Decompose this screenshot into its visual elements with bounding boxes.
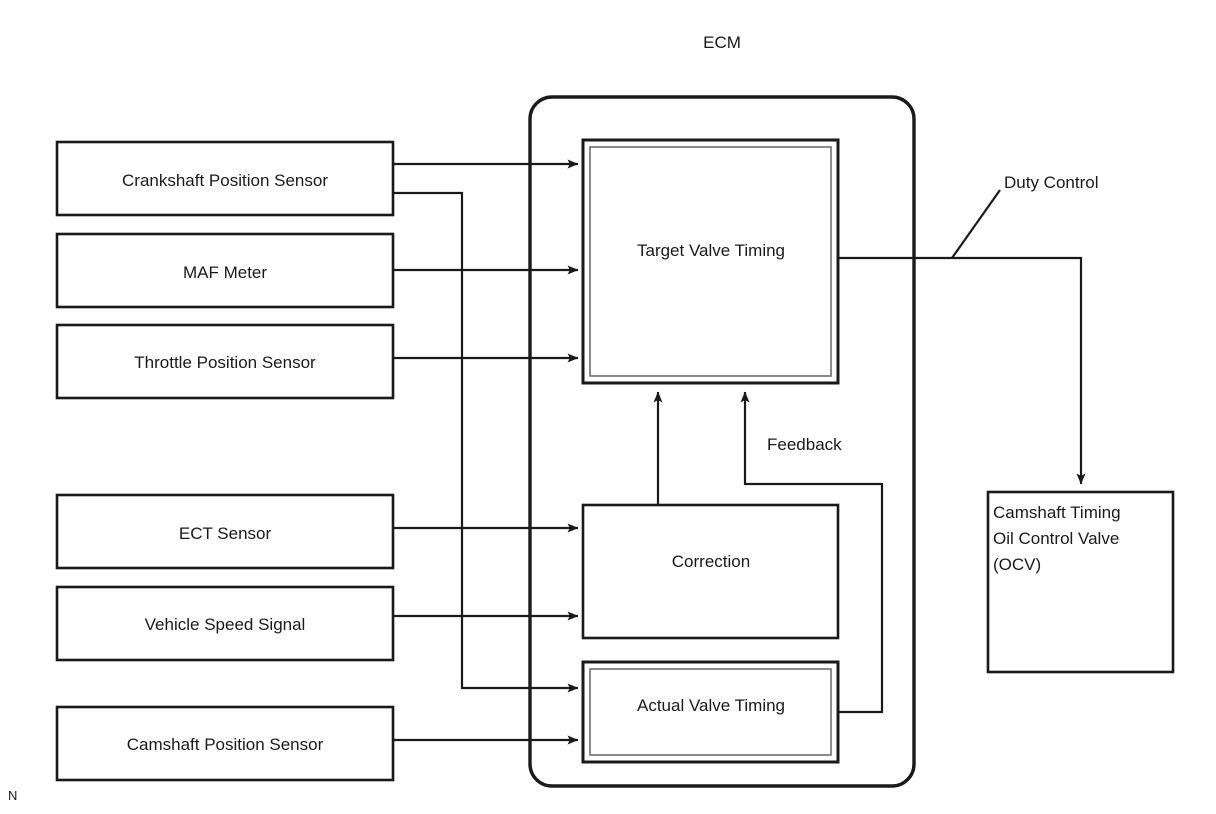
leader-line-duty-control <box>951 189 1001 259</box>
sensor-box-camshaft-position-sensor <box>55 705 395 782</box>
signal-label-duty-control: Duty Control <box>1004 173 1098 192</box>
block-camshaft-timing-oil-control-valve <box>986 490 1175 674</box>
block-label-correction: Correction <box>672 552 750 571</box>
corner-mark: N <box>8 788 17 803</box>
block-label-actual-valve-timing: Actual Valve Timing <box>637 696 785 715</box>
wire-crankshaft-to-actual-valve-timing <box>393 191 579 693</box>
ecm-block-group: Target Valve Timing Correction Actual Va… <box>581 138 840 764</box>
ecm-title: ECM <box>703 33 741 52</box>
ocv-label-line-3: (OCV) <box>993 555 1041 574</box>
block-correction <box>581 503 840 640</box>
wire-group-inputs-target <box>393 159 579 363</box>
ocv-label-line-2: Oil Control Valve <box>993 529 1119 548</box>
block-label-target-valve-timing: Target Valve Timing <box>637 241 785 260</box>
sensor-label-maf-meter: MAF Meter <box>183 263 267 282</box>
sensor-label-vehicle-speed-signal: Vehicle Speed Signal <box>145 615 306 634</box>
signal-label-feedback: Feedback <box>767 435 842 454</box>
sensor-box-throttle-position-sensor <box>55 323 395 400</box>
wire-feedback-actual-to-target <box>740 391 884 714</box>
wire-group-inputs-correction <box>393 523 579 621</box>
wire-duty-control-to-ocv <box>838 256 1086 485</box>
sensor-box-vehicle-speed-signal <box>55 585 395 662</box>
output-block-group: Camshaft Timing Oil Control Valve (OCV) <box>986 490 1175 674</box>
input-sensor-group: Crankshaft Position Sensor MAF Meter Thr… <box>55 140 395 782</box>
sensor-box-ect-sensor <box>55 493 395 570</box>
sensor-label-throttle-position-sensor: Throttle Position Sensor <box>134 353 316 372</box>
sensor-label-crankshaft-position-sensor: Crankshaft Position Sensor <box>122 171 328 190</box>
sensor-box-maf-meter <box>55 232 395 309</box>
block-inner-target-valve-timing <box>589 146 832 377</box>
ocv-label-line-1: Camshaft Timing <box>993 503 1121 522</box>
sensor-label-camshaft-position-sensor: Camshaft Position Sensor <box>127 735 324 754</box>
sensor-box-crankshaft-position-sensor <box>55 140 395 217</box>
block-inner-actual-valve-timing <box>589 668 832 756</box>
sensor-label-ect-sensor: ECT Sensor <box>179 524 272 543</box>
